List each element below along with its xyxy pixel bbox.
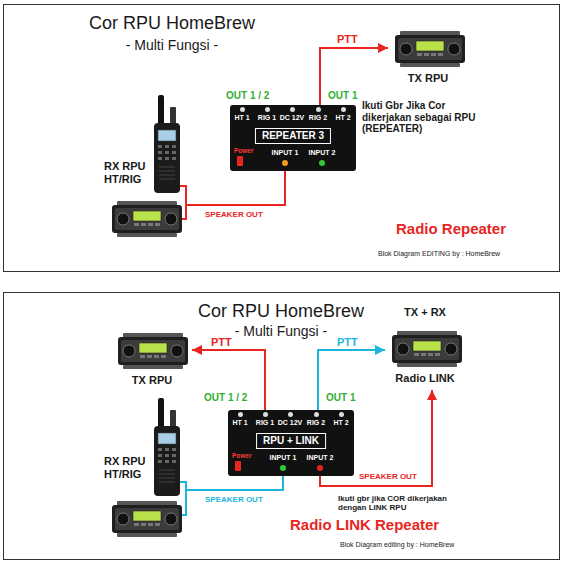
- port-dot: [280, 465, 286, 471]
- port-label: RIG 1: [258, 114, 276, 122]
- port-label: DC 12V: [280, 114, 305, 122]
- port-dot: [316, 107, 321, 112]
- panel-subtitle: - Multi Fungsi -: [235, 323, 328, 339]
- signal-label: SPEAKER OUT: [204, 495, 264, 504]
- port-dot: [238, 412, 243, 417]
- port-dot: [341, 107, 346, 112]
- port-label: RIG 2: [309, 114, 327, 122]
- radio-label: RX RPU HT/RIG: [104, 455, 152, 480]
- input-label: INPUT 2: [309, 149, 336, 157]
- credit-note: Blok Diagram editing by : HomeBrew: [340, 541, 454, 549]
- port-dot: [319, 160, 325, 166]
- port-note: OUT 1 / 2: [226, 90, 269, 102]
- port-dot: [339, 412, 344, 417]
- signal-wire: [192, 350, 265, 410]
- signal-label: PTT: [336, 336, 359, 349]
- power-label: Power: [234, 147, 254, 154]
- radio-unit: RX RPU HT/RIG: [100, 395, 190, 540]
- radio-unit: TX RPU: [112, 326, 192, 390]
- instruction-note: Ikuti gbr jika COR dikerjakan dengan LIN…: [338, 494, 473, 512]
- panel-title: Cor RPU HomeBrew: [89, 13, 255, 34]
- signal-label: PTT: [210, 336, 233, 349]
- port-label: RIG 1: [256, 419, 274, 427]
- radio-label: TX RPU: [408, 72, 448, 85]
- signal-label: SPEAKER OUT: [204, 210, 264, 219]
- panel-subtitle: - Multi Fungsi -: [126, 37, 219, 53]
- radio-unit: TX + RX Radio LINK: [385, 306, 465, 390]
- port-dot: [314, 412, 319, 417]
- device-name: REPEATER 3: [255, 128, 331, 144]
- radio-label: TX + RX: [404, 306, 446, 319]
- diagram-name: Radio LINK Repeater: [290, 516, 439, 533]
- radio-label: RX RPU HT/RIG: [104, 160, 152, 185]
- port-label: RIG 2: [307, 419, 325, 427]
- port-dot: [317, 465, 323, 471]
- signal-wire: [320, 48, 388, 105]
- diagram-panel: Cor RPU HomeBrew- Multi Fungsi - TX + RX R…: [3, 292, 560, 560]
- power-label: Power: [232, 452, 252, 459]
- signal-wire: [190, 476, 283, 490]
- port-dot: [240, 107, 245, 112]
- port-label: HT 2: [335, 114, 350, 122]
- port-label: HT 1: [234, 114, 249, 122]
- signal-wire: [318, 350, 385, 410]
- port-dot: [235, 461, 241, 471]
- port-note: OUT 1: [326, 392, 355, 404]
- device-box: HT 1 RIG 1 DC 12V RIG 2 HT 2 REPEATER 3Power I…: [230, 105, 356, 171]
- panel-title: Cor RPU HomeBrew: [198, 301, 364, 322]
- port-dot: [288, 412, 293, 417]
- signal-label: PTT: [336, 33, 359, 46]
- port-dot: [265, 107, 270, 112]
- port-label: HT 2: [333, 419, 348, 427]
- radio-label: TX RPU: [132, 374, 172, 387]
- radio-label: Radio LINK: [395, 372, 454, 385]
- port-dot: [237, 156, 243, 166]
- diagram-name: Radio Repeater: [396, 220, 506, 237]
- input-label: INPUT 1: [272, 149, 299, 157]
- device-box: HT 1 RIG 1 DC 12V RIG 2 HT 2 RPU + LINK Power I…: [228, 410, 354, 476]
- instruction-note: Ikuti Gbr Jika Cor dikerjakan sebagai RP…: [362, 100, 480, 135]
- device-name: RPU + LINK: [256, 433, 326, 449]
- signal-label: SPEAKER OUT: [358, 472, 418, 481]
- input-label: INPUT 2: [307, 454, 334, 462]
- credit-note: Blok Diagram EDITING by : HomeBrew: [378, 250, 500, 258]
- port-label: HT 1: [232, 419, 247, 427]
- radio-unit: TX RPU: [388, 24, 468, 88]
- port-dot: [282, 160, 288, 166]
- input-label: INPUT 1: [270, 454, 297, 462]
- signal-wire: [190, 171, 285, 205]
- port-label: DC 12V: [278, 419, 303, 427]
- port-dot: [263, 412, 268, 417]
- port-note: OUT 1: [328, 90, 357, 102]
- radio-unit: RX RPU HT/RIG: [100, 88, 190, 244]
- port-dot: [290, 107, 295, 112]
- port-note: OUT 1 / 2: [204, 392, 247, 404]
